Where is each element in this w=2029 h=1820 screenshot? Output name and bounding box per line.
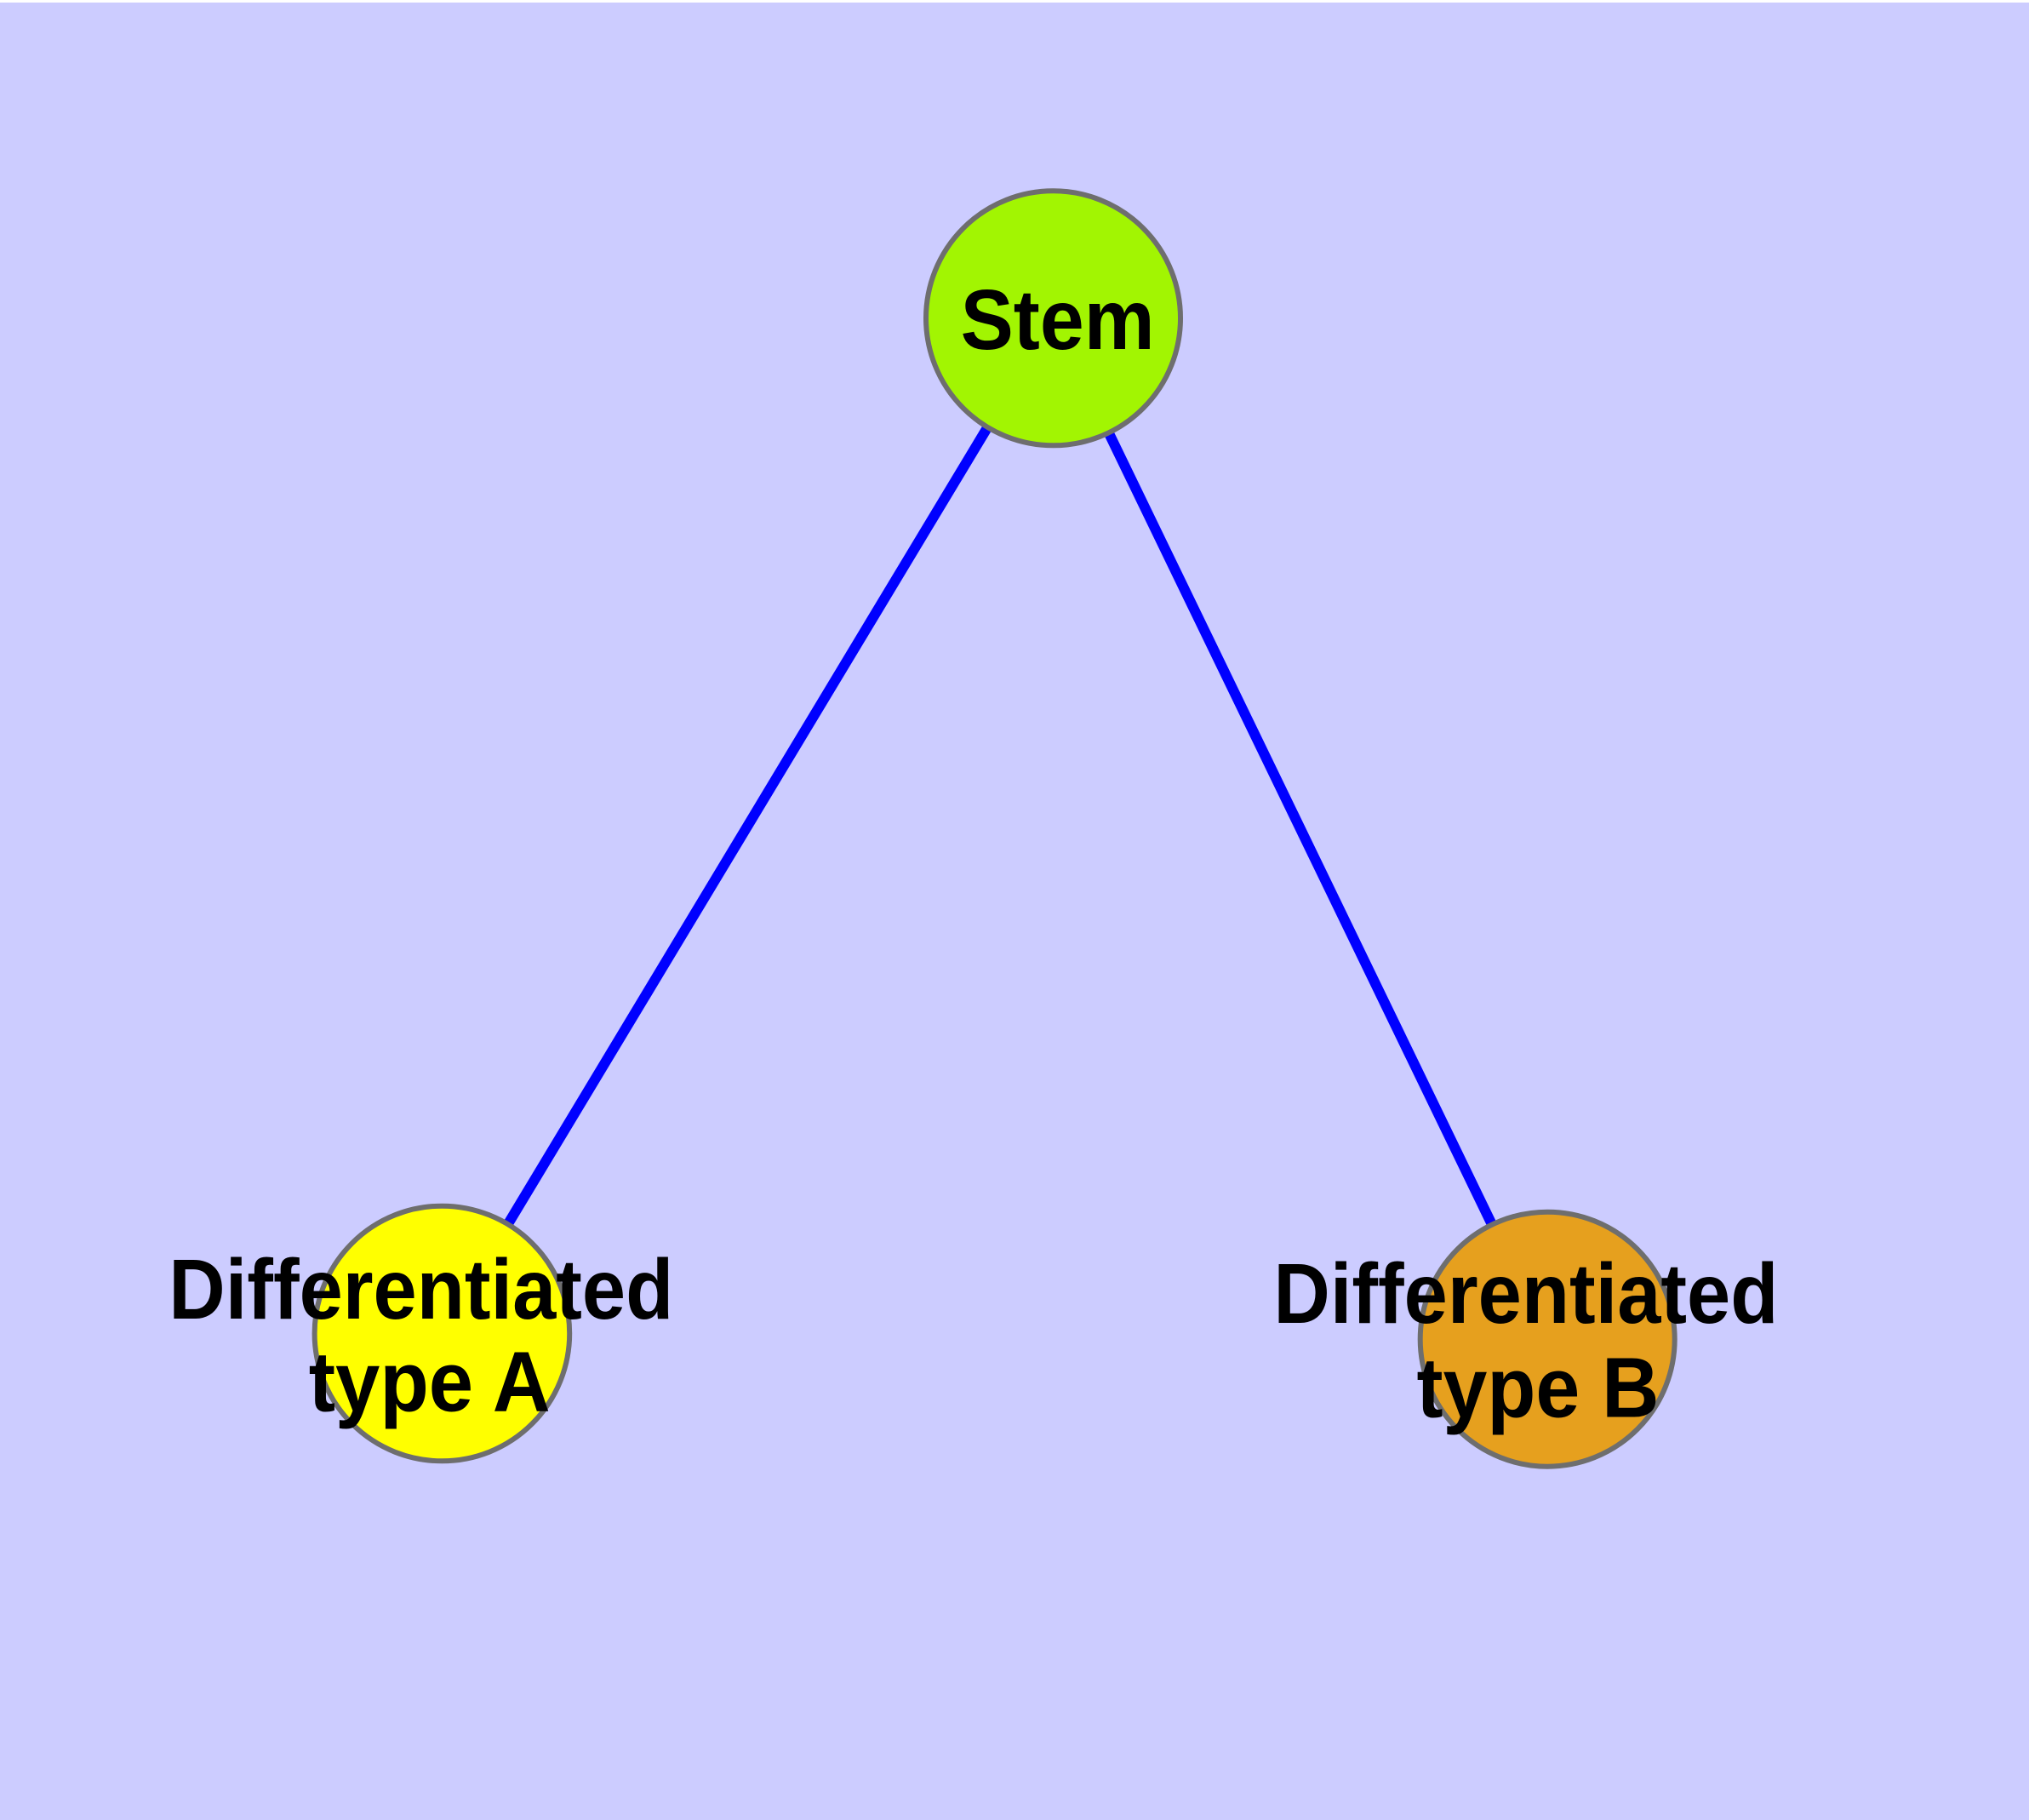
svg-text:Stem: Stem <box>961 272 1155 368</box>
svg-text:Differentiated: Differentiated <box>1273 1246 1778 1342</box>
svg-text:type A: type A <box>309 1335 551 1430</box>
svg-text:type B: type B <box>1417 1341 1660 1436</box>
svg-text:Differentiated: Differentiated <box>169 1242 673 1337</box>
